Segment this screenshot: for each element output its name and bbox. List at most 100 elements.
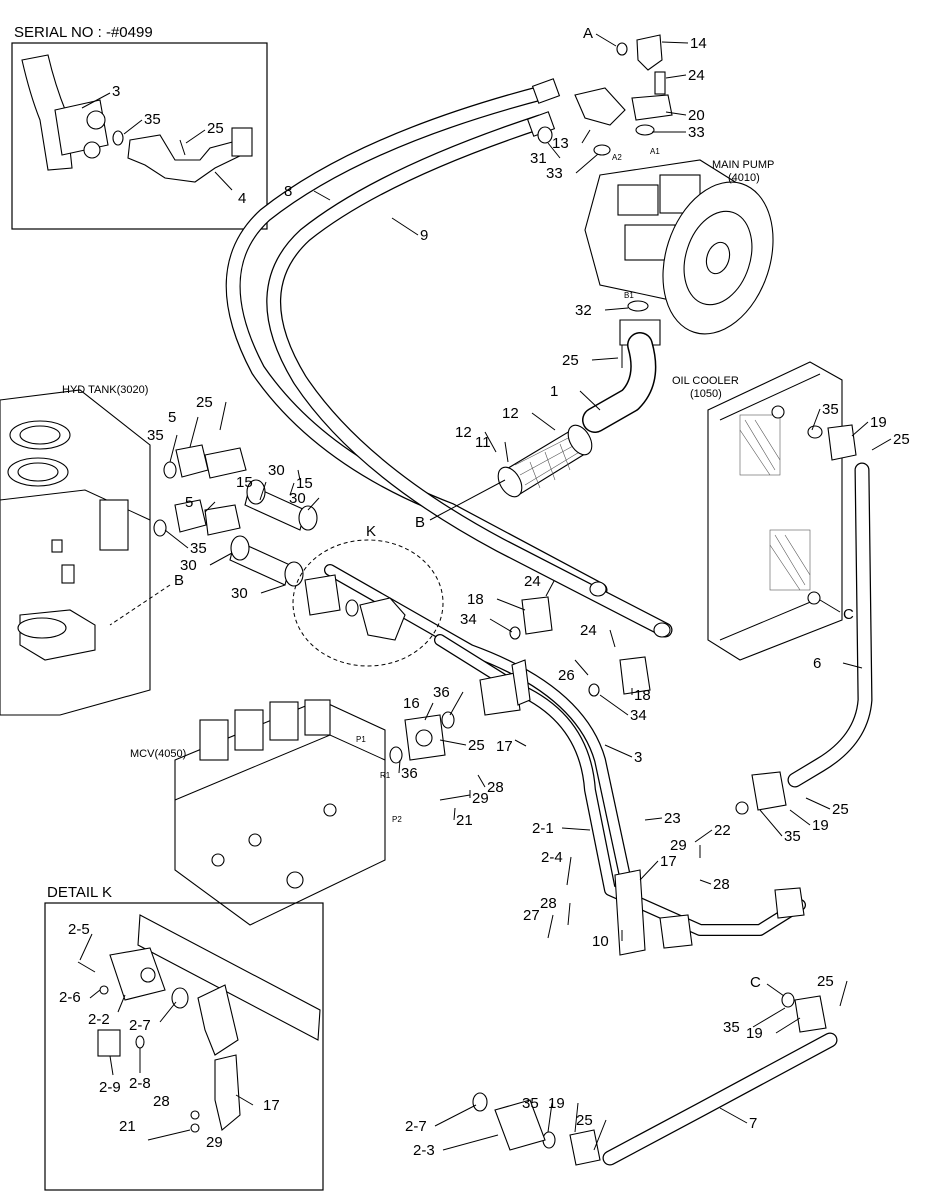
dk-oring-2-7 (171, 987, 189, 1009)
oring-36a (441, 711, 455, 729)
oil-cooler: OIL COOLER (1050) (672, 361, 843, 661)
oring-31 (537, 126, 553, 144)
callout-label: 34 (630, 707, 647, 724)
callout-label: 2-7 (405, 1118, 427, 1135)
elbow-14 (636, 34, 663, 71)
ref-a-leader (595, 33, 617, 47)
callout-leader (219, 401, 227, 431)
tank-indicator-2 (61, 564, 75, 584)
callout-label: 30 (180, 557, 197, 574)
detail-k-frame (44, 902, 324, 1191)
cooler-port-c (807, 591, 821, 605)
callout-leader (665, 111, 687, 116)
leader-25 (185, 129, 206, 144)
dk-bore (140, 967, 156, 983)
callout-label: 5 (168, 409, 176, 426)
callout-leader (424, 702, 434, 721)
callout-label: 12 (502, 405, 519, 422)
k-flange (304, 574, 341, 616)
dk-label: 17 (263, 1097, 280, 1114)
callout-label: 27 (523, 907, 540, 924)
dk-washer-29 (190, 1123, 200, 1133)
cooler-core-lines-2 (769, 534, 811, 591)
ref-b-leader (429, 479, 506, 521)
callout-leader (789, 809, 811, 826)
callout-leader (839, 980, 848, 1007)
callout-label: 35 (147, 427, 164, 444)
inset-port-2 (83, 141, 101, 159)
detail-k-inset: DETAIL K 2-5 2-6 2-2 2-7 2-9 2-8 28 21 2… (44, 884, 324, 1191)
callout-label: 28 (540, 895, 557, 912)
callout-leader (164, 529, 189, 549)
k-oring (345, 599, 359, 617)
mcv-port (323, 803, 337, 817)
clamp-12a (497, 466, 523, 498)
ref-k: K (366, 523, 376, 540)
bracket-17 (511, 659, 531, 706)
suction-assembly (497, 332, 657, 498)
callout-label: 10 (592, 933, 609, 950)
main-pump-label: MAIN PUMP (712, 159, 774, 171)
leader (89, 989, 101, 999)
callout-leader (752, 1007, 786, 1028)
callout-label: 19 (870, 414, 887, 431)
callout-label: 30 (289, 490, 306, 507)
callout-leader (579, 390, 601, 411)
serial-inset-title: SERIAL NO : -#0499 (14, 24, 153, 41)
flange-5-bottom (174, 499, 207, 533)
callout-leader (547, 914, 554, 939)
callout-leader (547, 142, 561, 159)
callout-label: 25 (893, 431, 910, 448)
leader (109, 1055, 114, 1076)
callout-label: 29 (472, 790, 489, 807)
dk-label: 2-8 (129, 1075, 151, 1092)
callout-leader (561, 827, 591, 831)
flange-end (774, 887, 805, 919)
callout-leader (514, 739, 527, 747)
adapter-2-3 (494, 1099, 546, 1151)
callout-leader (805, 797, 831, 810)
cooler-core (739, 414, 781, 476)
inset-label: 25 (207, 120, 224, 137)
oil-cooler-code: (1050) (690, 388, 722, 400)
inset-bolt-25 (179, 139, 186, 156)
ref-c: C (843, 606, 854, 623)
callout-label: 14 (690, 35, 707, 52)
pipe-5-top (204, 447, 247, 479)
callout-label: 17 (496, 738, 513, 755)
inset-port (86, 110, 106, 130)
callout-label: 11 (475, 434, 491, 451)
tank-cap-2-inner (17, 462, 59, 482)
callout-label: 29 (670, 837, 687, 854)
callout-label: 15 (236, 474, 253, 491)
detail-k-title: DETAIL K (47, 884, 112, 901)
callout-leader (489, 618, 513, 633)
clamp-12b (567, 424, 593, 456)
dk-label: 2-2 (88, 1011, 110, 1028)
dk-flange-2-2 (109, 947, 166, 1001)
callout-leader (719, 1107, 748, 1124)
callout-leader (453, 807, 456, 821)
callout-leader (581, 129, 591, 144)
hose-9-end (653, 622, 671, 638)
dk-pipe (137, 914, 321, 1041)
callout-label: 16 (403, 695, 420, 712)
callout-label: 18 (467, 591, 484, 608)
callout-label: 8 (284, 183, 292, 200)
callout-leader (545, 580, 555, 597)
detail-k-marker: K (292, 523, 444, 667)
tank-indicator (51, 539, 63, 553)
reference-letters: A B B C C (109, 25, 854, 997)
callout-label: 3 (634, 749, 642, 766)
ref-b-tank-leader (109, 584, 171, 626)
clamp-30-a (298, 505, 318, 531)
serial-inset: SERIAL NO : -#0499 3 35 25 4 (11, 24, 268, 230)
dk-label: 2-7 (129, 1017, 151, 1034)
callout-label: 25 (468, 737, 485, 754)
oring-36b (389, 746, 403, 764)
callout-label: 32 (575, 302, 592, 319)
callout-leader (259, 481, 267, 501)
callout-label: 9 (420, 227, 428, 244)
dk-plug-2-9 (97, 1029, 121, 1057)
callout-leader (591, 357, 619, 361)
